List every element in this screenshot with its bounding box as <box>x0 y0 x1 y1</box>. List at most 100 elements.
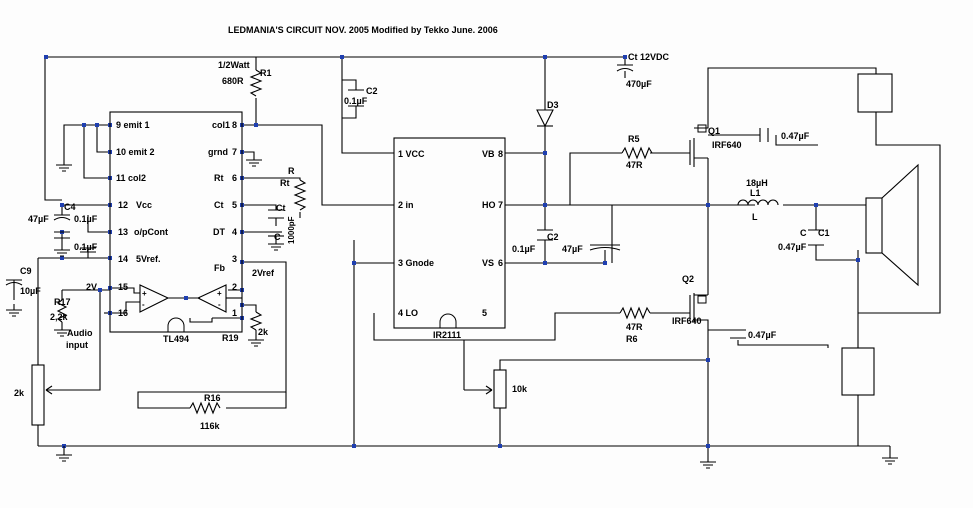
c01b-capacitor <box>80 247 96 253</box>
svg-text:1: 1 <box>232 308 237 318</box>
svg-text:DT: DT <box>213 227 225 237</box>
svg-text:Rt: Rt <box>214 173 224 183</box>
svg-text:o/pCont: o/pCont <box>134 227 168 237</box>
svg-text:18µH: 18µH <box>746 178 768 188</box>
c2-bottom-capacitor <box>537 229 553 241</box>
junction-dots <box>44 55 860 448</box>
svg-text:6: 6 <box>498 258 503 268</box>
svg-text:HO: HO <box>482 200 496 210</box>
svg-text:R6: R6 <box>626 334 638 344</box>
svg-text:R19: R19 <box>222 333 239 343</box>
r5-resistor <box>621 146 653 160</box>
svg-text:Ct: Ct <box>276 203 286 213</box>
svg-text:grnd: grnd <box>208 147 228 157</box>
opamp-1 <box>139 284 170 313</box>
svg-text:C2: C2 <box>547 232 559 242</box>
svg-text:14: 14 <box>118 254 128 264</box>
snubber-cap-bottom <box>730 329 746 339</box>
svg-text:-: - <box>142 300 145 309</box>
r19-resistor <box>249 311 263 331</box>
tl494-notch <box>167 317 185 332</box>
l1-inductor <box>737 199 779 206</box>
svg-text:R: R <box>288 166 295 176</box>
svg-text:7: 7 <box>498 200 503 210</box>
svg-text:R5: R5 <box>628 134 640 144</box>
opamp-2 <box>196 284 227 313</box>
svg-text:0.1µF: 0.1µF <box>344 96 368 106</box>
c01a-capacitor <box>54 231 70 239</box>
svg-text:10k: 10k <box>512 384 528 394</box>
rt-resistor <box>293 179 307 211</box>
svg-text:8: 8 <box>498 149 503 159</box>
svg-text:Audio: Audio <box>67 328 93 338</box>
svg-text:R1: R1 <box>260 68 272 78</box>
svg-text:470µF: 470µF <box>626 79 652 89</box>
svg-text:Fb: Fb <box>214 263 225 273</box>
svg-text:C1: C1 <box>818 228 830 238</box>
svg-text:IRF640: IRF640 <box>672 316 702 326</box>
svg-text:2k: 2k <box>258 327 269 337</box>
svg-text:VS: VS <box>482 258 494 268</box>
svg-text:0.47µF: 0.47µF <box>778 242 807 252</box>
c4-capacitor <box>53 214 71 221</box>
svg-text:1000pF: 1000pF <box>287 216 296 244</box>
svg-text:5: 5 <box>482 308 487 318</box>
q1-mosfet <box>689 112 709 167</box>
svg-text:10 emit 2: 10 emit 2 <box>116 147 155 157</box>
svg-text:L: L <box>752 212 758 222</box>
svg-text:2 in: 2 in <box>398 200 414 210</box>
svg-text:1 VCC: 1 VCC <box>398 149 425 159</box>
svg-text:L1: L1 <box>750 188 761 198</box>
load-bottom <box>841 347 875 396</box>
svg-text:680R: 680R <box>222 76 244 86</box>
svg-text:47R: 47R <box>626 322 643 332</box>
svg-text:C2: C2 <box>366 86 378 96</box>
svg-text:Ct: Ct <box>214 200 224 210</box>
svg-text:16: 16 <box>118 308 128 318</box>
r1-resistor <box>249 69 263 97</box>
svg-text:input: input <box>66 340 88 350</box>
r17-resistor <box>56 299 68 323</box>
svg-text:Vcc: Vcc <box>136 200 152 210</box>
svg-text:12VDC: 12VDC <box>640 52 670 62</box>
ir2111-chip <box>393 137 506 329</box>
svg-text:12: 12 <box>118 200 128 210</box>
svg-text:5: 5 <box>232 200 237 210</box>
svg-text:15: 15 <box>118 282 128 292</box>
svg-text:2Vref: 2Vref <box>252 268 275 278</box>
c9-capacitor <box>5 279 23 286</box>
svg-text:0.1µF: 0.1µF <box>74 242 98 252</box>
svg-text:10µF: 10µF <box>20 286 41 296</box>
ct-timing-capacitor <box>268 209 284 219</box>
svg-text:R16: R16 <box>204 393 221 403</box>
svg-text:C: C <box>800 228 807 238</box>
svg-text:4: 4 <box>232 227 237 237</box>
svg-text:6: 6 <box>232 173 237 183</box>
svg-text:+: + <box>142 289 147 298</box>
pot-10k <box>493 369 507 409</box>
svg-text:+: + <box>217 289 222 298</box>
svg-text:2,2k: 2,2k <box>50 312 69 322</box>
r16-resistor <box>189 401 221 415</box>
svg-text:Ct: Ct <box>628 52 638 62</box>
pot-2k <box>31 364 45 426</box>
svg-text:2k: 2k <box>14 388 25 398</box>
svg-text:2V: 2V <box>86 282 97 292</box>
schematic-title: LEDMANIA'S CIRCUIT NOV. 2005 Modified by… <box>228 25 498 35</box>
svg-text:9 emit 1: 9 emit 1 <box>116 120 150 130</box>
svg-text:Rt: Rt <box>280 178 290 188</box>
r6-resistor <box>619 306 651 320</box>
svg-text:3: 3 <box>232 254 237 264</box>
svg-text:2: 2 <box>232 282 237 292</box>
svg-text:IRF640: IRF640 <box>712 140 742 150</box>
svg-text:-: - <box>218 300 221 309</box>
svg-text:47µF: 47µF <box>28 214 49 224</box>
svg-text:R17: R17 <box>54 297 71 307</box>
ir2111-label: IR2111 <box>433 330 461 340</box>
svg-text:116k: 116k <box>200 421 221 431</box>
load-top <box>857 73 893 113</box>
svg-text:13: 13 <box>118 227 128 237</box>
svg-text:1/2Watt: 1/2Watt <box>218 60 250 70</box>
svg-text:0.1µF: 0.1µF <box>74 214 98 224</box>
